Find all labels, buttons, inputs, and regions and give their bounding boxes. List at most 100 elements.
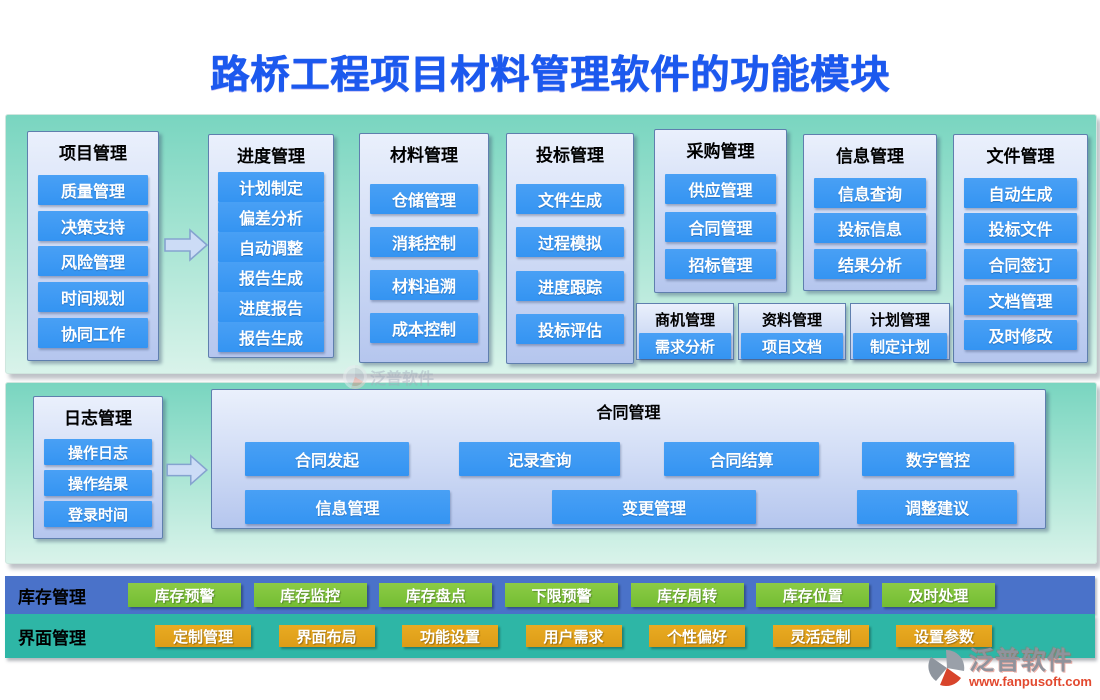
module-button[interactable]: 招标管理 xyxy=(664,248,777,279)
panel-title: 资料管理 xyxy=(761,312,822,329)
row-label: 库存管理 xyxy=(18,587,86,607)
module-button[interactable]: 消耗控制 xyxy=(369,227,479,257)
panel-title: 项目管理 xyxy=(59,144,127,163)
panel-file-management: 文件管理 自动生成 投标文件 合同签订 文档管理 及时修改 xyxy=(953,134,1088,363)
module-button[interactable]: 风险管理 xyxy=(37,246,149,277)
interface-button[interactable]: 灵活定制 xyxy=(772,625,869,647)
interface-button[interactable]: 用户需求 xyxy=(525,625,622,647)
interface-management-row: 界面管理 定制管理 界面布局 功能设置 用户需求 个性偏好 灵活定制 设置参数 xyxy=(5,614,1095,658)
page-title: 路桥工程项目材料管理软件的功能模块 xyxy=(209,54,890,97)
panel-body: 质量管理 决策支持 风险管理 时间规划 协同工作 xyxy=(28,167,158,360)
fanpu-logo-url[interactable]: www.fanpusoft.com xyxy=(968,674,1092,689)
inventory-management-row: 库存管理 库存预警 库存监控 库存盘点 下限预警 库存周转 库存位置 及时处理 xyxy=(5,576,1095,614)
module-button[interactable]: 合同管理 xyxy=(664,211,777,242)
module-button[interactable]: 供应管理 xyxy=(664,174,777,205)
interface-button[interactable]: 功能设置 xyxy=(402,625,498,647)
module-button[interactable]: 过程模拟 xyxy=(516,227,624,258)
module-button[interactable]: 项目文档 xyxy=(741,333,843,359)
module-button[interactable]: 报告生成 xyxy=(218,322,324,352)
module-button[interactable]: 合同签订 xyxy=(963,248,1078,279)
inventory-button[interactable]: 库存监控 xyxy=(253,583,367,607)
panel-title: 合同管理 xyxy=(596,405,661,422)
module-button[interactable]: 信息查询 xyxy=(813,177,927,208)
module-button[interactable]: 记录查询 xyxy=(459,442,620,476)
fanpu-logo-name: 泛普软件 xyxy=(968,647,1073,675)
module-button[interactable]: 进度报告 xyxy=(218,292,324,322)
module-button[interactable]: 文件生成 xyxy=(516,184,624,215)
panel-information-management: 信息管理 信息查询 投标信息 结果分析 xyxy=(803,134,937,291)
panel-body: 信息查询 投标信息 结果分析 xyxy=(804,170,936,290)
row-label: 界面管理 xyxy=(18,628,86,648)
row-buttons: 定制管理 界面布局 功能设置 用户需求 个性偏好 灵活定制 设置参数 xyxy=(155,614,992,658)
module-grid-section: 项目管理 质量管理 决策支持 风险管理 时间规划 协同工作 进度管理 计划制定 … xyxy=(5,114,1097,389)
inventory-button[interactable]: 及时处理 xyxy=(881,583,995,607)
interface-button[interactable]: 界面布局 xyxy=(278,625,375,647)
module-button[interactable]: 自动调整 xyxy=(218,232,324,262)
module-button[interactable]: 投标信息 xyxy=(813,213,927,243)
module-button[interactable]: 时间规划 xyxy=(37,282,149,313)
module-button[interactable]: 调整建议 xyxy=(857,490,1017,524)
right-arrow-icon xyxy=(164,228,209,262)
panel-title: 材料管理 xyxy=(390,146,458,165)
module-button[interactable]: 合同结算 xyxy=(664,442,819,476)
panel-bidding-management: 投标管理 文件生成 过程模拟 进度跟踪 投标评估 xyxy=(506,133,634,364)
panel-title: 采购管理 xyxy=(686,142,755,161)
module-button[interactable]: 仓储管理 xyxy=(369,184,479,214)
module-button[interactable]: 计划制定 xyxy=(218,172,324,202)
row-buttons: 库存预警 库存监控 库存盘点 下限预警 库存周转 库存位置 及时处理 xyxy=(128,576,995,614)
fanpu-logo: 泛普软件 www.fanpusoft.com xyxy=(927,648,1092,689)
module-button[interactable]: 自动生成 xyxy=(963,177,1078,208)
fanpu-logo-icon xyxy=(928,649,965,687)
module-button[interactable]: 决策支持 xyxy=(37,210,149,241)
interface-button[interactable]: 个性偏好 xyxy=(649,625,745,647)
inventory-button[interactable]: 库存周转 xyxy=(630,583,744,607)
interface-button[interactable]: 设置参数 xyxy=(896,625,992,647)
panel-data-management: 资料管理 项目文档 xyxy=(738,303,846,360)
panel-body: 操作日志 操作结果 登录时间 xyxy=(34,432,162,538)
module-button[interactable]: 投标文件 xyxy=(963,213,1078,244)
module-button[interactable]: 及时修改 xyxy=(963,320,1078,351)
panel-title: 投标管理 xyxy=(536,146,604,165)
panel-title: 商机管理 xyxy=(654,312,715,329)
module-button[interactable]: 变更管理 xyxy=(552,490,756,524)
module-button[interactable]: 文档管理 xyxy=(963,284,1078,315)
module-button[interactable]: 质量管理 xyxy=(37,174,149,205)
module-button[interactable]: 合同发起 xyxy=(245,442,409,476)
panel-plan-management: 计划管理 制定计划 xyxy=(850,303,950,360)
panel-body: 供应管理 合同管理 招标管理 xyxy=(655,165,786,292)
panel-business-opportunity: 商机管理 需求分析 xyxy=(636,303,734,360)
module-button[interactable]: 成本控制 xyxy=(369,313,479,343)
module-button[interactable]: 登录时间 xyxy=(43,501,153,527)
module-button[interactable]: 协同工作 xyxy=(37,318,149,349)
panel-contract-management: 合同管理 合同发起 记录查询 合同结算 数字管控 信息管理 变更管理 调整建议 xyxy=(211,389,1046,529)
panel-title: 计划管理 xyxy=(869,312,930,329)
fanpu-logo-texts: 泛普软件 www.fanpusoft.com xyxy=(969,648,1092,689)
inventory-button[interactable]: 下限预警 xyxy=(504,583,618,607)
module-button[interactable]: 需求分析 xyxy=(638,333,732,359)
module-button[interactable]: 结果分析 xyxy=(813,248,927,279)
panel-body: 仓储管理 消耗控制 材料追溯 成本控制 xyxy=(360,169,488,362)
inventory-button[interactable]: 库存预警 xyxy=(128,583,241,607)
log-contract-section: 日志管理 操作日志 操作结果 登录时间 合同管理 合同发起 记录查询 合同结算 … xyxy=(5,382,1097,564)
module-button[interactable]: 进度跟踪 xyxy=(516,270,624,301)
inventory-button[interactable]: 库存位置 xyxy=(756,583,870,607)
module-button[interactable]: 投标评估 xyxy=(516,313,624,344)
panel-title: 信息管理 xyxy=(836,147,904,166)
panel-body: 自动生成 投标文件 合同签订 文档管理 及时修改 xyxy=(954,170,1087,362)
interface-button[interactable]: 定制管理 xyxy=(155,625,251,647)
module-button[interactable]: 数字管控 xyxy=(862,442,1014,476)
inventory-button[interactable]: 库存盘点 xyxy=(379,583,493,607)
module-button[interactable]: 制定计划 xyxy=(852,333,948,359)
module-button[interactable]: 偏差分析 xyxy=(218,202,324,232)
panel-body: 计划制定 偏差分析 自动调整 报告生成 进度报告 报告生成 xyxy=(209,170,333,358)
panel-title: 进度管理 xyxy=(237,147,305,166)
panel-log-management: 日志管理 操作日志 操作结果 登录时间 xyxy=(33,396,163,539)
panel-title: 文件管理 xyxy=(986,147,1055,166)
module-button[interactable]: 报告生成 xyxy=(218,262,324,292)
module-button[interactable]: 材料追溯 xyxy=(369,270,479,300)
panel-title: 日志管理 xyxy=(64,409,132,428)
module-button[interactable]: 操作日志 xyxy=(43,439,153,465)
module-button[interactable]: 操作结果 xyxy=(43,470,153,496)
module-button[interactable]: 信息管理 xyxy=(245,490,450,524)
